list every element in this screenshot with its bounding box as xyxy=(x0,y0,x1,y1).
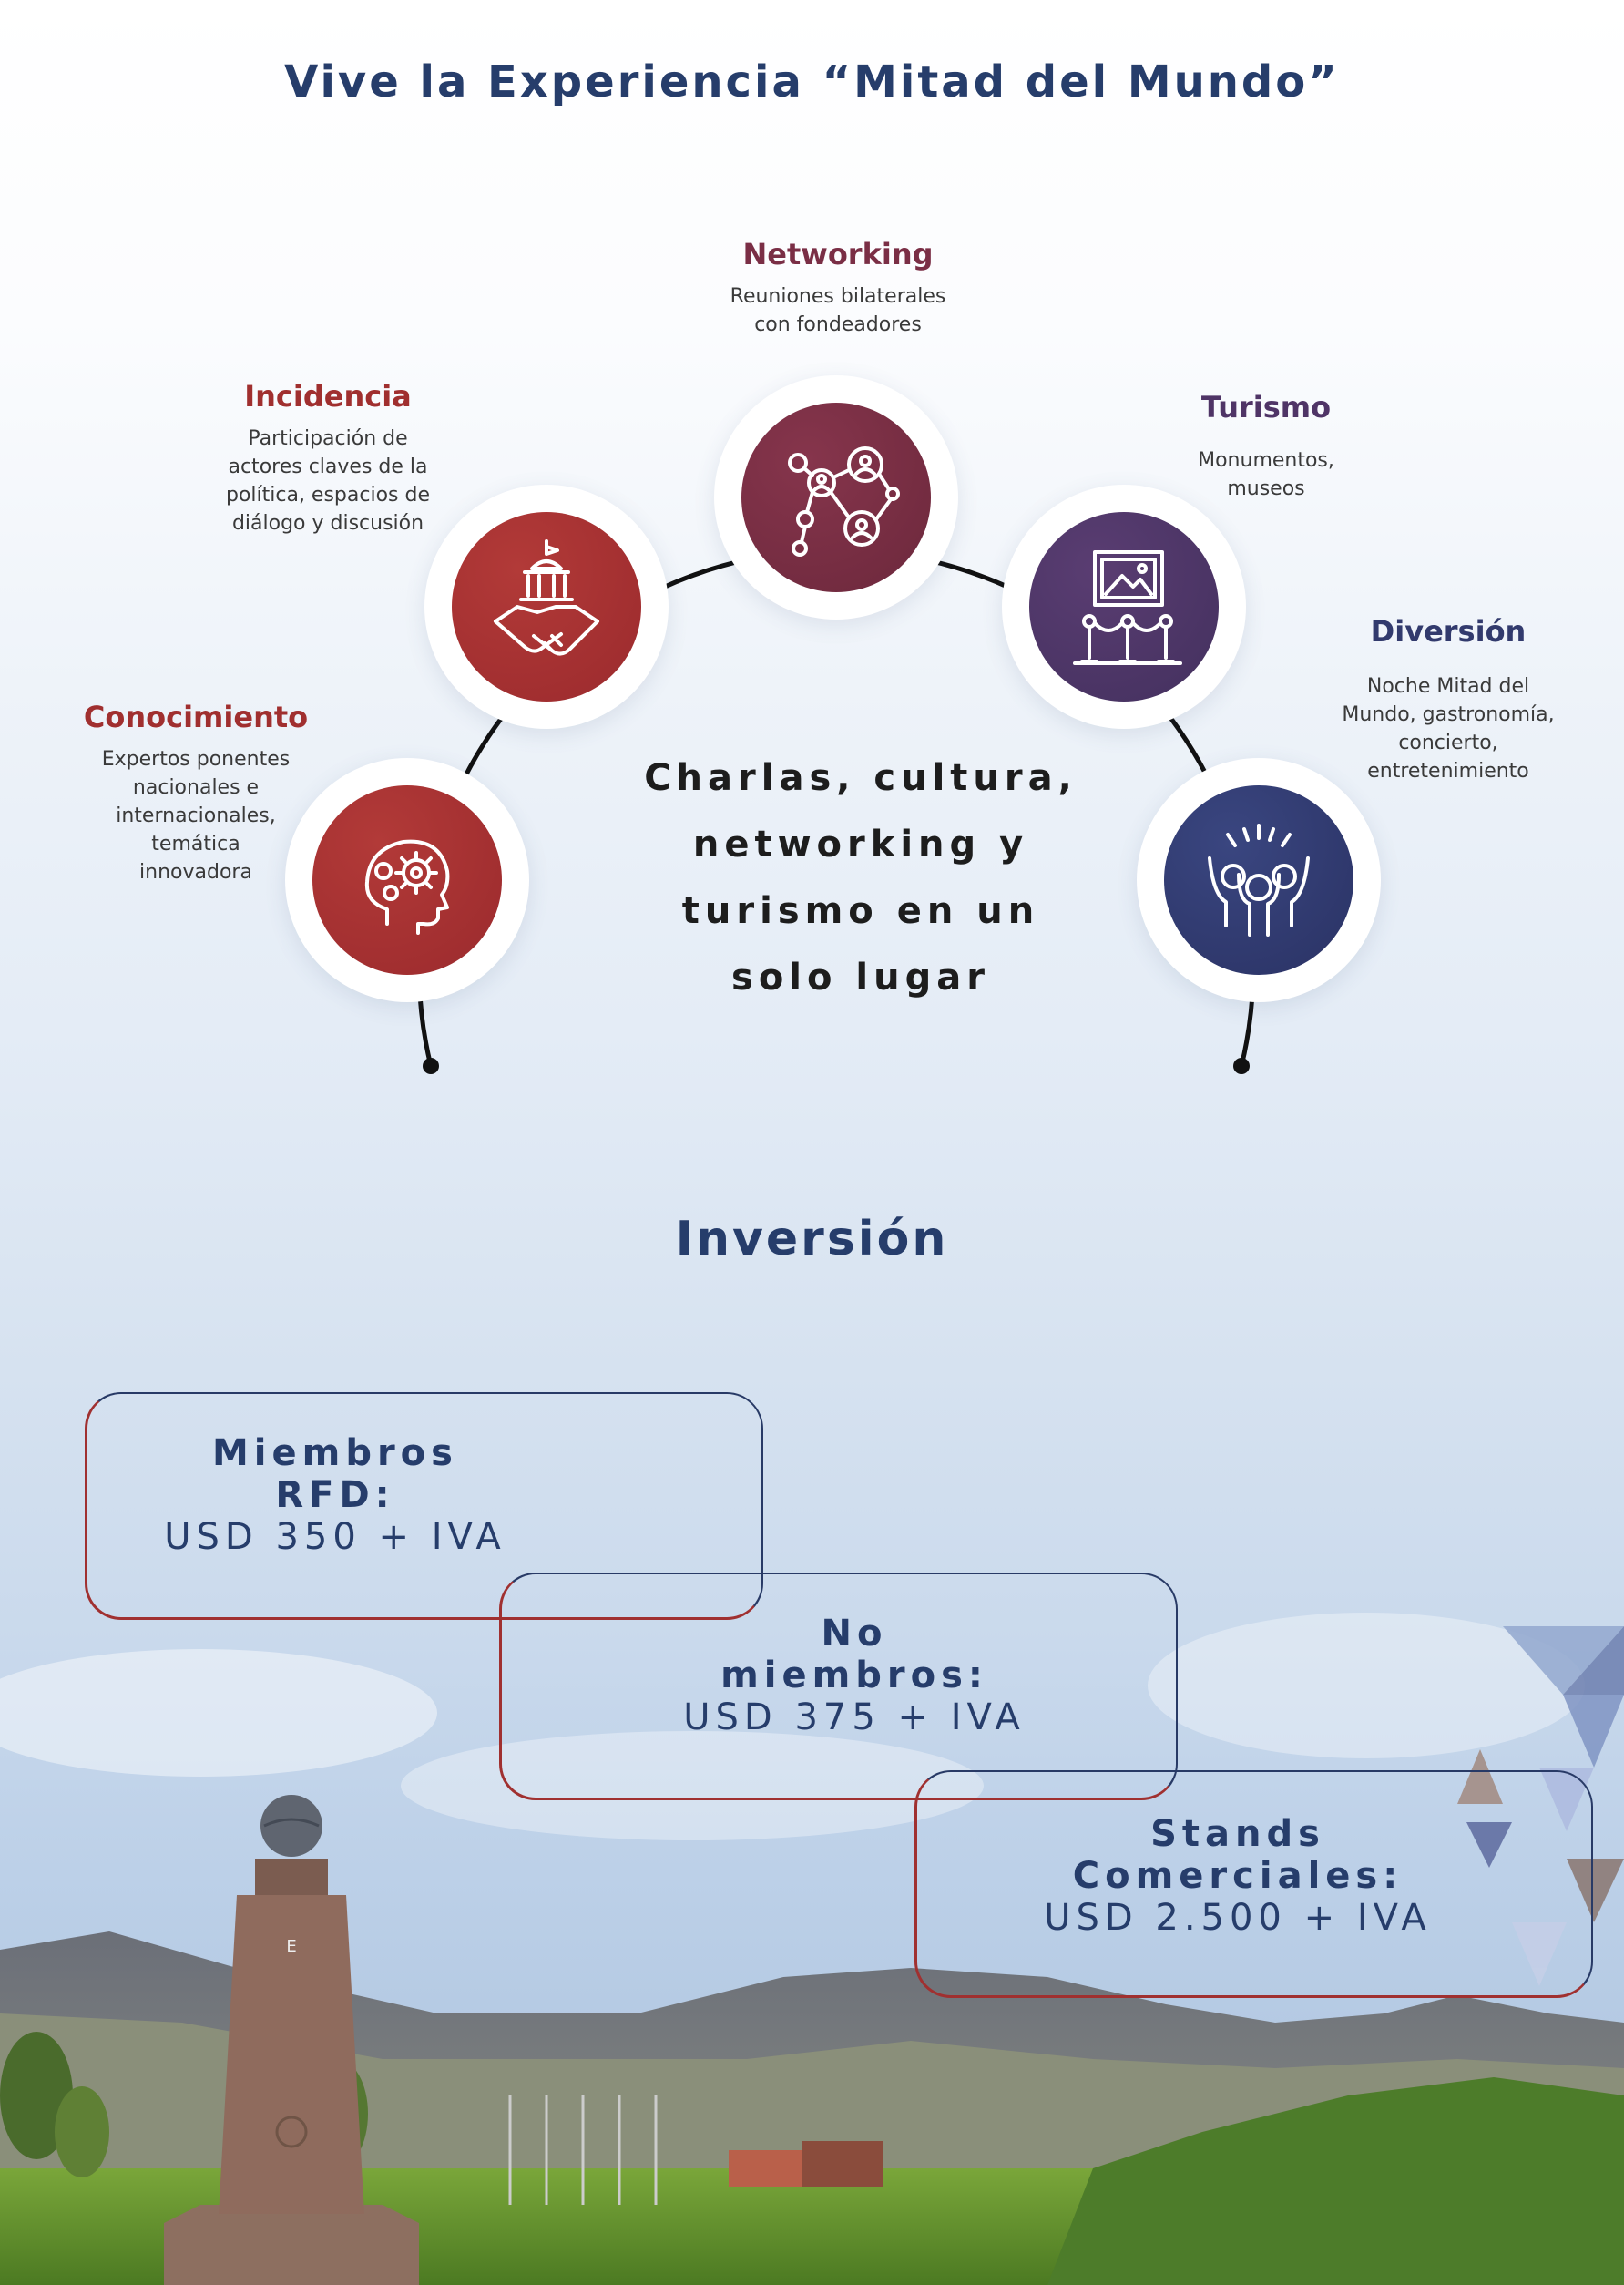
networking-title: Networking xyxy=(742,237,934,272)
members-price: USD 350 + IVA xyxy=(164,1516,506,1558)
arc-end-dot-left xyxy=(423,1058,439,1074)
diversion-title: Diversión xyxy=(1370,614,1527,649)
handshake-government-icon xyxy=(494,539,599,656)
diversion-description: Noche Mitad del Mundo, gastronomía, conc… xyxy=(1342,675,1555,783)
networking-node xyxy=(714,375,958,620)
incidencia-title: Incidencia xyxy=(244,379,412,414)
pricing-card-non-members-text: No miembros: USD 375 + IVA xyxy=(499,1613,1210,1738)
pricing-card-non-members xyxy=(499,1573,1178,1800)
pricing-card-stands-text: Stands Comerciales: USD 2.500 + IVA xyxy=(914,1813,1561,1939)
stands-label-line2: Comerciales: xyxy=(1072,1855,1404,1897)
conocimiento-node xyxy=(285,758,529,1002)
pricing-card-members-text: Miembros RFD: USD 350 + IVA xyxy=(85,1432,586,1558)
incidencia-description: Participación de actores claves de la po… xyxy=(225,427,431,535)
networking-description: Reuniones bilaterales con fondeadores xyxy=(730,285,946,336)
non-members-label-line1: No xyxy=(821,1613,888,1655)
turismo-label: Turismo Monumentos, museos xyxy=(1166,390,1366,503)
pricing-card-stands xyxy=(914,1770,1593,1998)
cheering-crowd-icon xyxy=(1208,824,1310,937)
monument-icon: E xyxy=(164,1795,419,2285)
turismo-description: Monumentos, museos xyxy=(1198,449,1334,500)
mitad-del-mundo-landscape: E xyxy=(0,1613,1624,2285)
page-title: Vive la Experiencia “Mitad del Mundo” xyxy=(284,56,1340,108)
conocimiento-label: Conocimiento Expertos ponentes nacionale… xyxy=(73,700,319,886)
museum-exhibit-icon xyxy=(1073,550,1182,665)
investment-title: Inversión xyxy=(675,1212,949,1266)
non-members-label-line2: miembros: xyxy=(720,1655,988,1696)
stands-price: USD 2.500 + IVA xyxy=(1044,1897,1432,1939)
stands-label-line1: Stands xyxy=(1150,1813,1325,1855)
diversion-node xyxy=(1137,758,1381,1002)
center-tagline: Charlas, cultura, networking y turismo e… xyxy=(644,757,1078,999)
conocimiento-description: Expertos ponentes nacionales e internaci… xyxy=(101,748,291,884)
network-people-icon xyxy=(788,446,900,557)
incidencia-node xyxy=(424,485,669,729)
members-label-line1: Miembros xyxy=(212,1432,458,1474)
conocimiento-title: Conocimiento xyxy=(83,700,309,734)
pricing-card-members xyxy=(85,1392,763,1620)
incidencia-label: Incidencia Participación de actores clav… xyxy=(209,379,446,538)
diversion-label: Diversión Noche Mitad del Mundo, gastron… xyxy=(1321,614,1576,785)
turismo-title: Turismo xyxy=(1200,390,1332,425)
non-members-price: USD 375 + IVA xyxy=(683,1696,1026,1738)
arc-end-dot-right xyxy=(1233,1058,1250,1074)
members-label-line2: RFD: xyxy=(275,1474,395,1516)
turismo-node xyxy=(1002,485,1246,729)
networking-label: Networking Reuniones bilaterales con fon… xyxy=(701,237,975,339)
head-gears-icon xyxy=(364,839,450,935)
svg-text:E: E xyxy=(286,1937,296,1956)
